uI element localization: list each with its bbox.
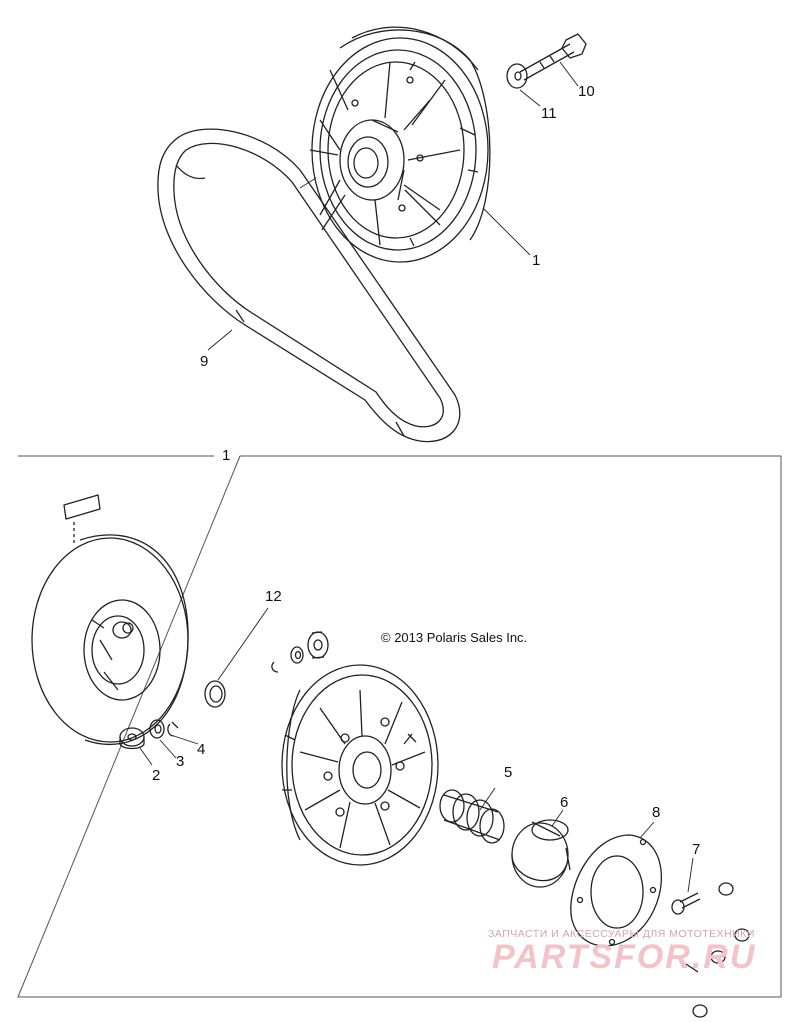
- callout-7: 7: [692, 841, 701, 858]
- driven-clutch-assembly: [309, 26, 491, 263]
- small-clip-set: [271, 631, 329, 673]
- callout-3: 3: [176, 753, 185, 770]
- compression-spring: [439, 789, 505, 844]
- callout-5: 5: [504, 764, 513, 781]
- callout-8: 8: [652, 804, 661, 821]
- shim-washer: [204, 680, 226, 708]
- watermark-logo: PARTSFOR.RU: [492, 938, 757, 976]
- watermark-subtitle: ЗАПЧАСТИ И АКСЕССУАРЫ ДЛЯ МОТОТЕХНИКИ: [488, 928, 755, 940]
- retaining-clip: [167, 721, 179, 737]
- bolt: [519, 33, 587, 81]
- stationary-sheave: [31, 494, 189, 745]
- washer: [506, 63, 528, 89]
- callout-1-top: 1: [532, 252, 541, 269]
- callout-10: 10: [578, 83, 595, 100]
- callout-12: 12: [265, 588, 282, 605]
- screws: [671, 882, 750, 1018]
- callout-1-frame: 1: [222, 447, 231, 464]
- leader-lines-top: [207, 61, 579, 351]
- movable-sheave: [281, 664, 439, 866]
- callout-6: 6: [560, 794, 569, 811]
- callout-4: 4: [197, 741, 206, 758]
- callout-9: 9: [200, 353, 209, 370]
- cam-cup: [511, 819, 571, 888]
- cover-plate: [570, 834, 662, 947]
- callout-2: 2: [152, 767, 161, 784]
- drive-belt: [157, 128, 461, 443]
- bearing: [119, 727, 145, 750]
- copyright-notice: © 2013 Polaris Sales Inc.: [381, 630, 528, 645]
- thrust-washer: [149, 719, 165, 739]
- exploded-view-frame: [17, 455, 782, 998]
- callout-11: 11: [541, 105, 557, 122]
- leader-lines-bottom: [139, 607, 694, 893]
